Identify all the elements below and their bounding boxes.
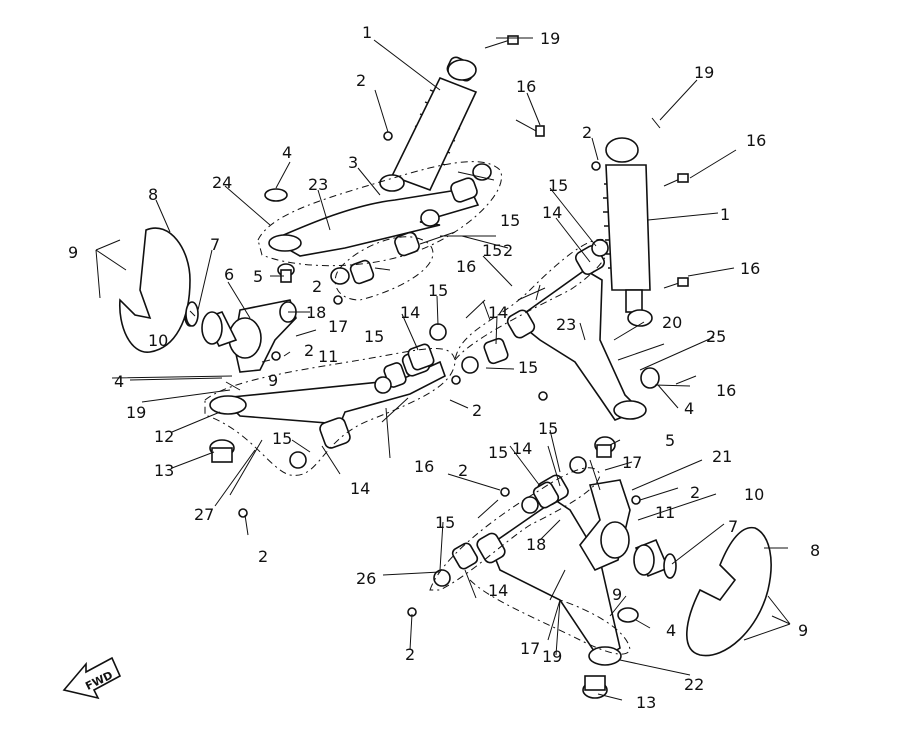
callout-21: 21 [712, 447, 732, 466]
callout-16: 16 [414, 457, 434, 476]
callout-24: 24 [212, 173, 232, 192]
callout-10: 10 [744, 485, 764, 504]
callout-12: 12 [154, 427, 174, 446]
forward-arrow: FWD [62, 656, 122, 700]
callout-23: 23 [556, 315, 576, 334]
shock-absorber-top [379, 56, 478, 192]
knuckle-right [579, 479, 631, 572]
ball-joints-left [209, 263, 295, 463]
callout-19: 19 [540, 29, 560, 48]
callout-9: 9 [612, 585, 622, 604]
callout-26: 26 [356, 569, 376, 588]
callout-17: 17 [622, 453, 642, 472]
callout-2: 2 [582, 123, 592, 142]
shock-absorber-right [603, 137, 653, 327]
callout-16: 16 [740, 259, 760, 278]
callout-10: 10 [148, 331, 168, 350]
callout-9: 9 [68, 243, 78, 262]
callout-2: 2 [503, 241, 513, 260]
callout-17: 17 [328, 317, 348, 336]
callout-2: 2 [690, 483, 700, 502]
callout-14: 14 [488, 581, 508, 600]
callout-16: 16 [746, 131, 766, 150]
callout-17: 17 [520, 639, 540, 658]
callout-15: 15 [435, 513, 455, 532]
callout-2: 2 [458, 461, 468, 480]
callout-15: 15 [538, 419, 558, 438]
upper-a-arm-left [268, 177, 480, 257]
callout-4: 4 [282, 143, 292, 162]
callout-22: 22 [684, 675, 704, 694]
callout-9: 9 [798, 621, 808, 640]
callout-13: 13 [154, 461, 174, 480]
callout-15: 15 [518, 358, 538, 377]
callout-20: 20 [662, 313, 682, 332]
ball-joints-right [582, 436, 616, 699]
callout-2: 2 [312, 277, 322, 296]
callout-7: 7 [210, 235, 220, 254]
callout-15: 15 [428, 281, 448, 300]
callout-27: 27 [194, 505, 214, 524]
callout-11: 11 [655, 503, 675, 522]
callout-15: 15 [482, 241, 502, 260]
callout-8: 8 [148, 185, 158, 204]
callout-16: 16 [516, 77, 536, 96]
callout-13: 13 [636, 693, 656, 712]
callout-15: 15 [488, 443, 508, 462]
callout-14: 14 [488, 303, 508, 322]
callout-labels: 1 1 2 2 2 2 2 2 2 2 2 2 3 4 4 4 4 5 5 6 … [68, 23, 820, 712]
callout-19: 19 [694, 63, 714, 82]
brake-disc-right [686, 526, 772, 657]
callout-4: 4 [684, 399, 694, 418]
callout-6: 6 [224, 265, 234, 284]
callout-3: 3 [348, 153, 358, 172]
callout-15: 15 [364, 327, 384, 346]
callout-14: 14 [512, 439, 532, 458]
callout-18: 18 [306, 303, 326, 322]
callout-23: 23 [308, 175, 328, 194]
callout-14: 14 [400, 303, 420, 322]
brake-disc-left [119, 227, 191, 353]
hub-left [184, 305, 238, 347]
callout-15: 15 [272, 429, 292, 448]
callout-14: 14 [542, 203, 562, 222]
callout-16: 16 [716, 381, 736, 400]
callout-4: 4 [114, 372, 124, 391]
group-outlines [204, 161, 631, 655]
callout-2: 2 [356, 71, 366, 90]
leader-lines [95, 37, 791, 701]
callout-8: 8 [810, 541, 820, 560]
callout-5: 5 [253, 267, 263, 286]
callout-19: 19 [542, 647, 562, 666]
knuckle-left [228, 299, 297, 373]
callout-2: 2 [304, 341, 314, 360]
callout-2: 2 [258, 547, 268, 566]
callout-5: 5 [665, 431, 675, 450]
callout-4: 4 [666, 621, 676, 640]
callout-1: 1 [720, 205, 730, 224]
callout-15: 15 [548, 176, 568, 195]
nuts [238, 131, 641, 617]
callout-1: 1 [362, 23, 372, 42]
callout-11: 11 [318, 347, 338, 366]
callout-2: 2 [405, 645, 415, 664]
callout-2: 2 [472, 401, 482, 420]
callout-19: 19 [126, 403, 146, 422]
callout-9: 9 [268, 371, 278, 390]
bushings [185, 163, 677, 623]
callout-18: 18 [526, 535, 546, 554]
callout-14: 14 [350, 479, 370, 498]
callout-15: 15 [500, 211, 520, 230]
callout-7: 7 [728, 517, 738, 536]
callout-16: 16 [456, 257, 476, 276]
callout-25: 25 [706, 327, 726, 346]
